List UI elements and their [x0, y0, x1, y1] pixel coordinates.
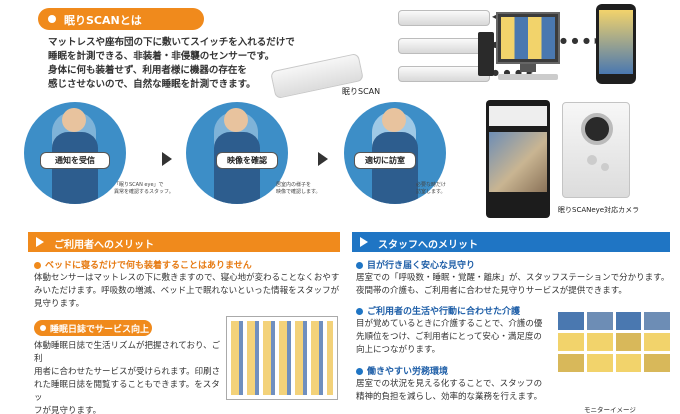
step-label: 適切に訪室: [354, 152, 416, 169]
monitor-stand: [520, 64, 536, 72]
staff-merit-header: スタッフへのメリット: [352, 232, 670, 252]
step-arrow: [318, 152, 328, 166]
step-label: 映像を確認: [216, 152, 278, 169]
sensor-pad-image: [398, 66, 490, 82]
keyboard-image: [498, 74, 558, 80]
sensor-pad-image: [398, 10, 490, 26]
step-caption: 居室内の様子を映像で確認します。: [276, 182, 321, 195]
pc-tower-image: [478, 32, 494, 76]
user-merit-s2-title: 睡眠日誌でサービス向上: [34, 320, 152, 336]
smartphone-image: [596, 4, 636, 84]
camera-image: [562, 102, 630, 198]
desktop-monitor-image: [496, 12, 560, 64]
sensor-pad-image: [398, 38, 490, 54]
user-merit-s2-body: 体動睡眠日誌で生活リズムが把握されており、ご利用者に合わせたサービスが受けられま…: [34, 341, 221, 414]
intro-line: マットレスや座布団の下に敷いてスイッチを入れるだけで: [48, 37, 295, 48]
intro-line: 睡眠を計測できる、非装着・非侵襲のセンサーです。: [48, 51, 275, 62]
user-merit-header: ご利用者へのメリット: [28, 232, 340, 252]
intro-text: マットレスや座布団の下に敷いてスイッチを入れるだけで 睡眠を計測できる、非装着・…: [48, 36, 318, 92]
monitor-label: モニターイメージ: [584, 406, 636, 414]
section-title: 眠りSCANとは: [38, 8, 204, 30]
section-title-text: 眠りSCANとは: [64, 14, 142, 27]
step-arrow: [162, 152, 172, 166]
step-caption: 「眠りSCAN eye」で異常を確認するスタッフ。: [114, 182, 174, 195]
intro-line: 身体に何も装着せず、利用者様に機器の存在を: [48, 65, 247, 76]
staff-merit-s1-body: 居室での「呼吸数・睡眠・覚醒・離床」が、スタッフステーションで分かります。夜間帯…: [356, 273, 670, 296]
signal-dots: ● ● ● ▶: [560, 36, 602, 45]
user-merit-s1-title: ベッドに寝るだけで何も装着することはありません: [34, 258, 252, 271]
camera-label: 眠りSCANeye対応カメラ: [558, 206, 640, 214]
staff-merit-s1-title: 目が行き届く安心な見守り: [356, 258, 475, 271]
intro-line: 感じさせないので、自然な睡眠を計測できます。: [48, 79, 256, 90]
phone-room-view-image: [486, 100, 550, 218]
staff-merit-s2-title: ご利用者の生活や行動に合わせた介護: [356, 304, 520, 317]
staff-merit-s3-title: 働きやすい労務環境: [356, 364, 448, 377]
staff-merit-s2-body: 目が覚めているときに介護することで、介護の優先順位をつけ、ご利用者にとって安心・…: [356, 319, 543, 355]
step-caption: 必要な時だけ訪室します。: [416, 182, 447, 195]
monitor-image-grid: [558, 312, 670, 402]
product-label: 眠りSCAN: [342, 87, 381, 96]
sleep-diary-image: [226, 316, 338, 400]
user-merit-s1-body: 体動センサーはマットレスの下に敷きますので、寝心地が変わることなくおやすみいただ…: [34, 273, 340, 309]
step-label: 通知を受信: [40, 152, 110, 169]
staff-merit-s3-body: 居室での状況を見える化することで、スタッフの精神的負担を減らし、効率的な業務を行…: [356, 379, 543, 402]
signal-dots: ● ● ● ▶: [492, 68, 534, 77]
